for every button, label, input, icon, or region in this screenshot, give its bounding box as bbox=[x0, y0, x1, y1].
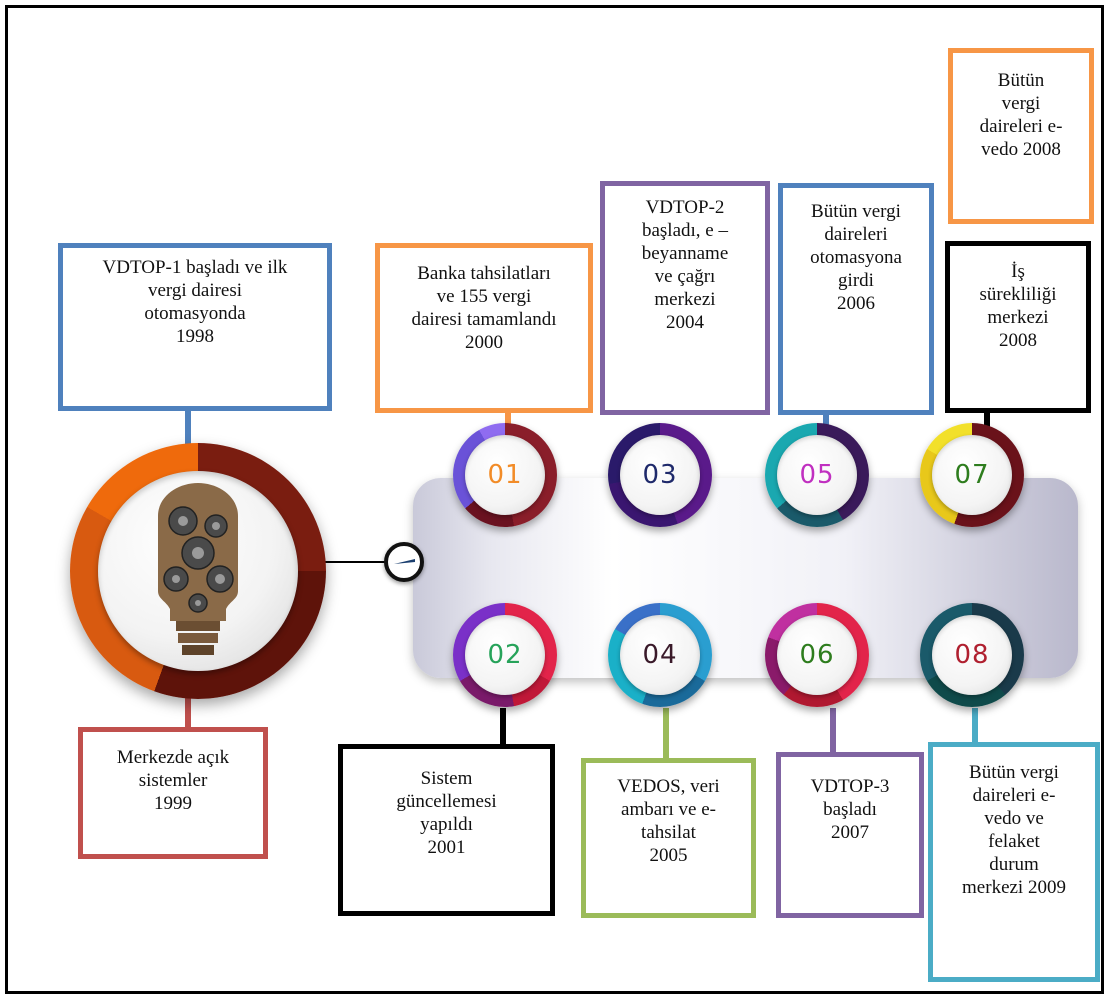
badge-06: 06 bbox=[765, 603, 869, 707]
milestone-1999: Merkezde açık sistemler 1999 bbox=[78, 727, 268, 859]
milestone-2008-continuity: İş sürekliliği merkezi 2008 bbox=[945, 241, 1091, 413]
milestone-text: VEDOS, veri ambarı ve e- tahsilat 2005 bbox=[617, 776, 720, 866]
milestone-2005: VEDOS, veri ambarı ve e- tahsilat 2005 bbox=[581, 758, 756, 918]
hub-inner bbox=[98, 471, 298, 671]
badge-number: 02 bbox=[487, 640, 523, 670]
milestone-text: VDTOP-3 başladı 2007 bbox=[810, 776, 890, 843]
milestone-text: Banka tahsilatları ve 155 vergi dairesi … bbox=[411, 263, 557, 353]
connector-02 bbox=[500, 708, 506, 746]
arrow-circle-icon bbox=[384, 542, 424, 582]
badge-02: 02 bbox=[453, 603, 557, 707]
connector-01 bbox=[505, 411, 511, 429]
connector-04 bbox=[663, 708, 669, 760]
milestone-2004: VDTOP-2 başladı, e – beyanname ve çağrı … bbox=[600, 181, 770, 415]
badge-number: 04 bbox=[642, 640, 678, 670]
badge-07: 07 bbox=[920, 423, 1024, 527]
milestone-2009: Bütün vergi daireleri e- vedo ve felaket… bbox=[928, 742, 1100, 982]
badge-number: 08 bbox=[954, 640, 990, 670]
connector-07 bbox=[984, 411, 990, 431]
badge-08: 08 bbox=[920, 603, 1024, 707]
milestone-text: Bütün vergi daireleri otomasyona girdi 2… bbox=[810, 201, 902, 314]
connector-08 bbox=[972, 708, 978, 744]
badge-number: 06 bbox=[799, 640, 835, 670]
badge-number: 03 bbox=[642, 460, 678, 490]
milestone-2006: Bütün vergi daireleri otomasyona girdi 2… bbox=[778, 183, 934, 415]
milestone-2001: Sistem güncellemesi yapıldı 2001 bbox=[338, 744, 555, 916]
milestone-1998: VDTOP-1 başladı ve ilk vergi dairesi oto… bbox=[58, 243, 332, 411]
diagram-frame: VDTOP-1 başladı ve ilk vergi dairesi oto… bbox=[5, 5, 1104, 994]
hub-ring bbox=[70, 443, 326, 699]
milestone-text: Merkezde açık sistemler 1999 bbox=[116, 747, 230, 814]
milestone-text: İş sürekliliği merkezi 2008 bbox=[979, 261, 1057, 351]
milestone-text: Bütün vergi daireleri e- vedo 2008 bbox=[979, 70, 1063, 160]
connector-1998 bbox=[185, 408, 191, 450]
connector-1999 bbox=[185, 694, 191, 730]
badge-number: 01 bbox=[487, 460, 523, 490]
badge-05: 05 bbox=[765, 423, 869, 527]
badge-number: 05 bbox=[799, 460, 835, 490]
hub-connector-line bbox=[320, 561, 392, 563]
milestone-text: VDTOP-1 başladı ve ilk vergi dairesi oto… bbox=[102, 257, 288, 347]
milestone-text: Sistem güncellemesi yapıldı 2001 bbox=[396, 768, 497, 858]
badge-04: 04 bbox=[608, 603, 712, 707]
milestone-2008-evedo: Bütün vergi daireleri e- vedo 2008 bbox=[948, 48, 1094, 224]
milestone-text: VDTOP-2 başladı, e – beyanname ve çağrı … bbox=[641, 197, 729, 333]
connector-05 bbox=[823, 413, 829, 429]
badge-03: 03 bbox=[608, 423, 712, 527]
lightbulb-gears-icon bbox=[158, 483, 238, 655]
milestone-text: Bütün vergi daireleri e- vedo ve felaket… bbox=[962, 762, 1066, 898]
connector-06 bbox=[830, 708, 836, 754]
badge-number: 07 bbox=[954, 460, 990, 490]
milestone-2000: Banka tahsilatları ve 155 vergi dairesi … bbox=[375, 243, 593, 413]
badge-01: 01 bbox=[453, 423, 557, 527]
milestone-2007: VDTOP-3 başladı 2007 bbox=[776, 752, 924, 918]
